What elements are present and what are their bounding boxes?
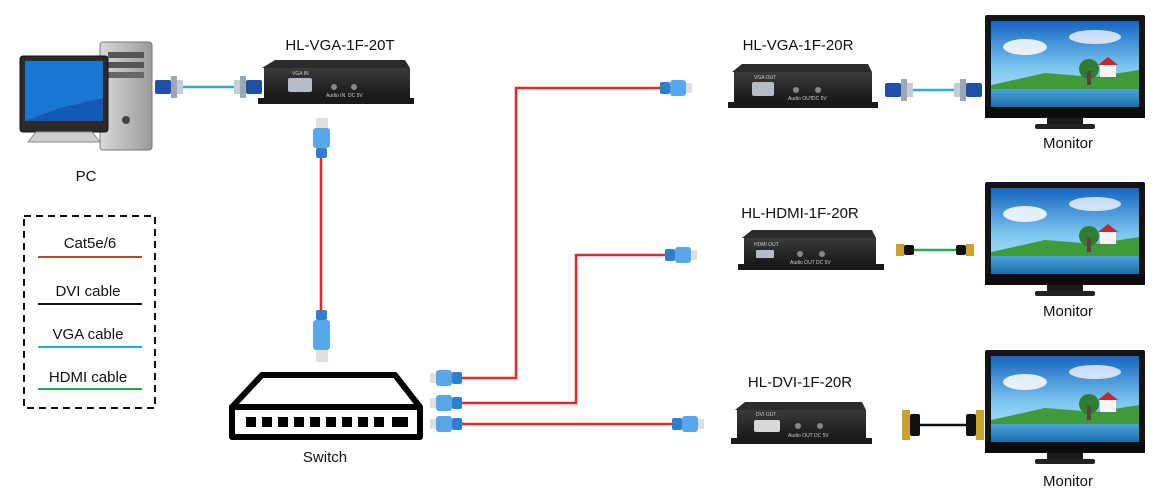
transmitter-label: HL-VGA-1F-20T [285,37,394,54]
fiber-connector-switch-up [313,310,330,362]
svg-text:HDMI OUT: HDMI OUT [754,242,779,248]
vga-plug-tx [234,76,262,98]
monitor-label: Monitor [1043,303,1093,320]
svg-text:DVI OUT: DVI OUT [756,412,776,418]
legend-box [23,215,156,409]
fiber-connector-vga-rx [660,80,692,96]
monitor-label: Monitor [1043,135,1093,152]
audio-port-icon [793,87,799,93]
video-cables [178,85,968,427]
vga-port-icon [752,82,774,96]
audio-port-icon [795,423,801,429]
dvi-plug-rx [902,410,920,440]
pc-computer: PC [19,41,262,185]
fiber-links [319,86,672,426]
legend-hdmi-label: HDMI cable [49,369,127,386]
svg-text:Audio OUT: Audio OUT [790,260,815,266]
fiber-connector-dvi-rx [672,416,704,432]
svg-text:VGA OUT: VGA OUT [754,75,776,81]
power-port-icon [815,87,821,93]
fiber-connector-hdmi-rx [665,247,697,263]
audio-port-icon [331,84,337,90]
audio-port-icon [797,251,803,257]
hdmi-receiver-device: HL-HDMI-1F-20R HDMI OUT Audio OUT DC 5V [665,205,974,270]
power-port-icon [351,84,357,90]
hdmi-plug-monitor [956,244,974,256]
monitor-label: Monitor [1043,473,1093,490]
hdmi-plug-rx [896,244,914,256]
transmitter-device: HL-VGA-1F-20T VGA IN Audio IN DC 5V [258,37,414,158]
fiber-connector-switch-1 [430,370,462,386]
vga-plug-monitor [954,79,982,101]
fiber-connector-tx [313,118,330,158]
monitor-1: Monitor [985,15,1145,152]
svg-text:Audio IN: Audio IN [326,93,346,99]
svg-text:DC 5V: DC 5V [814,433,829,439]
dvi-receiver-device: HL-DVI-1F-20R DVI OUT Audio OUT DC 5V [672,374,984,444]
dvi-port-icon [754,420,780,432]
power-port-icon [819,251,825,257]
vga-plug-rx [885,79,913,101]
legend-dvi-label: DVI cable [55,283,120,300]
fiber-switch-to-hdmi-rx [462,253,665,405]
monitor-icon [985,350,1145,464]
svg-text:DC 5V: DC 5V [816,260,831,266]
svg-text:VGA IN: VGA IN [292,71,309,77]
pc-label: PC [76,168,97,185]
dvi-plug-monitor [966,410,984,440]
switch-icon [229,372,423,410]
svg-text:DC 5V: DC 5V [812,96,827,102]
legend-vga-label: VGA cable [53,326,124,343]
vga-receiver-device: HL-VGA-1F-20R VGA OUT Audio OUT DC 5V [660,37,982,108]
vga-plug-pc [155,76,183,98]
monitor-icon [985,15,1145,129]
svg-text:DC 5V: DC 5V [348,93,363,99]
monitor-3: Monitor [985,350,1145,490]
legend-cat5e-label: Cat5e/6 [64,235,117,252]
dvi-receiver-label: HL-DVI-1F-20R [748,374,852,391]
monitor-2: Monitor [985,182,1145,320]
fiber-connector-switch-2 [430,395,462,411]
switch-device: Switch [229,310,462,466]
power-port-icon [817,423,823,429]
vga-port-icon [288,78,312,92]
vga-receiver-label: HL-VGA-1F-20R [743,37,854,54]
svg-text:Audio OUT: Audio OUT [788,433,813,439]
svg-text:Audio OUT: Audio OUT [788,96,813,102]
hdmi-receiver-label: HL-HDMI-1F-20R [741,205,859,222]
fiber-switch-to-vga-rx [462,86,660,380]
switch-label: Switch [303,449,347,466]
monitor-icon [985,182,1145,296]
fiber-connector-switch-3 [430,416,462,432]
legend: Cat5e/6 DVI cable VGA cable HDMI cable [23,215,156,409]
hdmi-port-icon [756,250,774,258]
